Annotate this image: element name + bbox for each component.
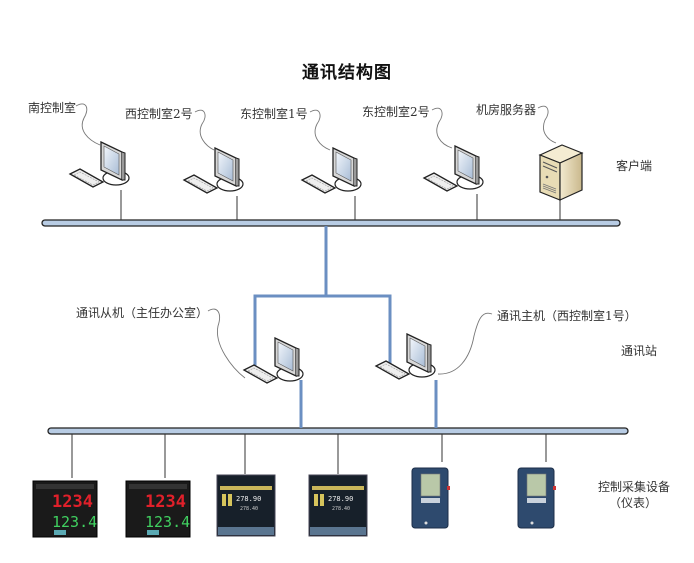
label-device-layer-sub: （仪表）	[609, 496, 658, 510]
client-bus	[41, 219, 621, 227]
callout-lines	[75, 103, 557, 379]
device-energy-meter-1	[411, 467, 450, 529]
device-temp-controller-2: 1234 123.4	[125, 480, 191, 538]
svg-text:278.40: 278.40	[332, 506, 350, 512]
label-server: 机房服务器	[476, 103, 537, 117]
svg-text:1234: 1234	[145, 492, 186, 512]
label-device-layer: 控制采集设备	[598, 480, 671, 494]
svg-text:278.40: 278.40	[240, 506, 258, 512]
workstation-east-2	[423, 145, 484, 192]
svg-text:123.4: 123.4	[145, 513, 190, 531]
workstation-west-2	[183, 147, 244, 194]
client-drops	[120, 190, 561, 220]
comm-links	[253, 226, 438, 428]
device-drops	[71, 434, 547, 478]
label-client-4: 东控制室2号	[362, 105, 430, 119]
svg-text:278.90: 278.90	[236, 495, 261, 503]
device-process-controller-1: 278.90 278.40	[216, 474, 276, 537]
label-client-layer: 客户端	[616, 159, 653, 173]
svg-text:1234: 1234	[52, 492, 93, 512]
device-energy-meter-2	[517, 467, 556, 529]
label-client-3: 东控制室1号	[240, 107, 308, 121]
label-client-1: 南控制室	[28, 101, 77, 115]
workstation-comm-master	[375, 333, 436, 380]
label-client-2: 西控制室2号	[125, 107, 193, 121]
device-temp-controller-1: 1234 123.4	[32, 480, 98, 538]
workstation-south	[69, 141, 130, 188]
label-comm-layer: 通讯站	[621, 344, 658, 358]
workstation-comm-slave	[243, 337, 304, 384]
label-comm-master: 通讯主机（西控制室1号）	[497, 309, 637, 323]
diagram-title: 通讯结构图	[302, 63, 392, 83]
device-bus	[47, 427, 629, 435]
svg-text:278.90: 278.90	[328, 495, 353, 503]
workstation-east-1	[301, 147, 362, 194]
svg-text:123.4: 123.4	[52, 513, 97, 531]
device-process-controller-2: 278.90 278.40	[308, 474, 368, 537]
server-icon	[538, 144, 584, 201]
label-comm-slave: 通讯从机（主任办公室）	[76, 306, 209, 320]
